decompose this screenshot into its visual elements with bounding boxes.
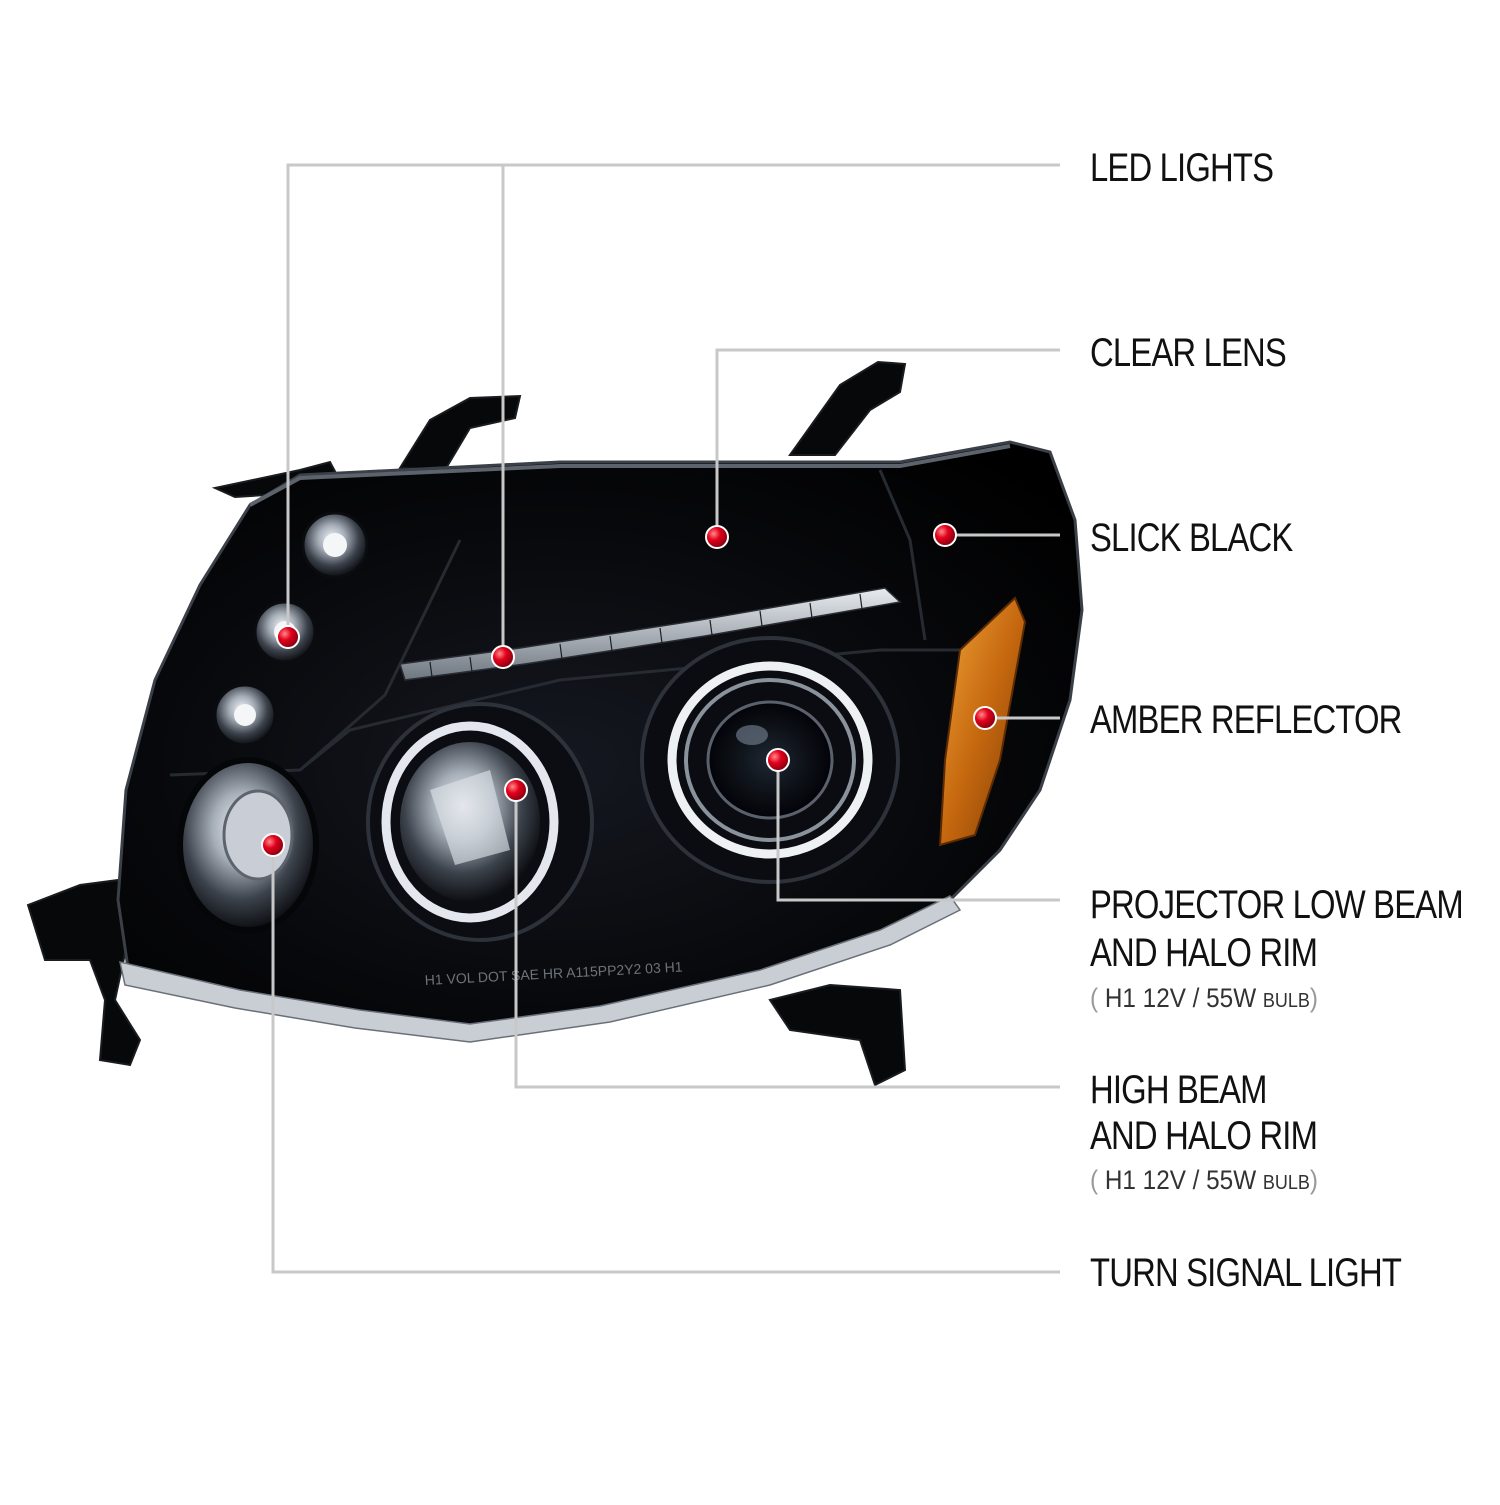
high-beam-assembly (366, 702, 594, 942)
label-amber-reflector: AMBER REFLECTOR (1090, 698, 1402, 742)
callout-lines (271, 163, 1060, 1274)
marker-amber-reflector (973, 706, 997, 730)
paren-close: ) (1309, 983, 1319, 1013)
marker-led-lights-pod (276, 625, 300, 649)
mounting-brackets (26, 360, 907, 1087)
led-lights-leader (286, 163, 1060, 637)
label-slick-black: SLICK BLACK (1090, 516, 1293, 560)
label-projector-line1: PROJECTOR LOW BEAM (1090, 883, 1464, 927)
marker-led-lights-strip (491, 645, 515, 669)
label-clear-lens: CLEAR LENS (1090, 331, 1287, 375)
turn-signal-leader (271, 845, 1060, 1274)
label-projector-line2: AND HALO RIM (1090, 931, 1318, 975)
label-led-lights: LED LIGHTS (1090, 146, 1274, 190)
bulb-spec-text: H1 12V / 55W (1104, 1165, 1257, 1195)
marker-high-beam (504, 778, 528, 802)
marker-clear-lens (705, 525, 729, 549)
projector-leader (776, 760, 1060, 902)
label-high-beam-line2: AND HALO RIM (1090, 1114, 1318, 1158)
paren-open: ( (1090, 983, 1099, 1013)
marker-projector (766, 748, 790, 772)
bulb-unit: BULB (1262, 1172, 1310, 1194)
lower-trim (119, 895, 962, 1043)
label-turn-signal: TURN SIGNAL LIGHT (1090, 1251, 1402, 1295)
projector-bulb-spec: ( H1 12V / 55W BULB) (1090, 983, 1318, 1014)
high-beam-leader (514, 790, 1060, 1089)
turn-signal-bowl (177, 757, 319, 933)
marker-turn-signal (261, 833, 285, 857)
paren-open: ( (1090, 1165, 1099, 1195)
led-strip (399, 587, 902, 681)
callout-markers (261, 523, 997, 857)
marker-slick-black (933, 523, 957, 547)
clear-lens-leader (715, 348, 1060, 537)
label-high-beam-line1: HIGH BEAM (1090, 1068, 1268, 1112)
bulb-spec-text: H1 12V / 55W (1104, 983, 1257, 1013)
bulb-unit: BULB (1262, 990, 1310, 1012)
high-beam-bulb-spec: ( H1 12V / 55W BULB) (1090, 1165, 1318, 1196)
paren-close: ) (1309, 1165, 1319, 1195)
